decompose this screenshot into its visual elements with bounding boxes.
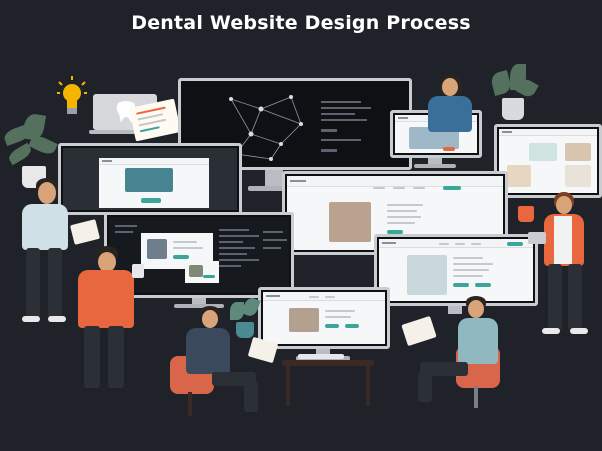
page-title: Dental Website Design Process <box>131 12 471 34</box>
monitor-right-site <box>374 234 538 306</box>
lightbulb-icon <box>57 76 87 116</box>
desk <box>282 360 374 366</box>
plant-middle <box>228 296 264 342</box>
plant-right <box>488 62 539 122</box>
mug <box>518 206 534 222</box>
monitor-code-editor <box>104 212 294 298</box>
person-seated-man <box>176 306 279 416</box>
monitor-left-site <box>58 143 242 215</box>
keyboard <box>298 354 344 359</box>
monitor-far-right <box>494 124 602 198</box>
monitor-bottom-center <box>258 287 390 349</box>
person-top-woman <box>420 74 480 134</box>
person-seated-right <box>400 296 500 406</box>
tooth-laptop <box>89 94 163 136</box>
person-left-man <box>8 178 101 328</box>
person-orange-hoodie <box>70 246 150 396</box>
person-right-woman <box>528 192 596 342</box>
